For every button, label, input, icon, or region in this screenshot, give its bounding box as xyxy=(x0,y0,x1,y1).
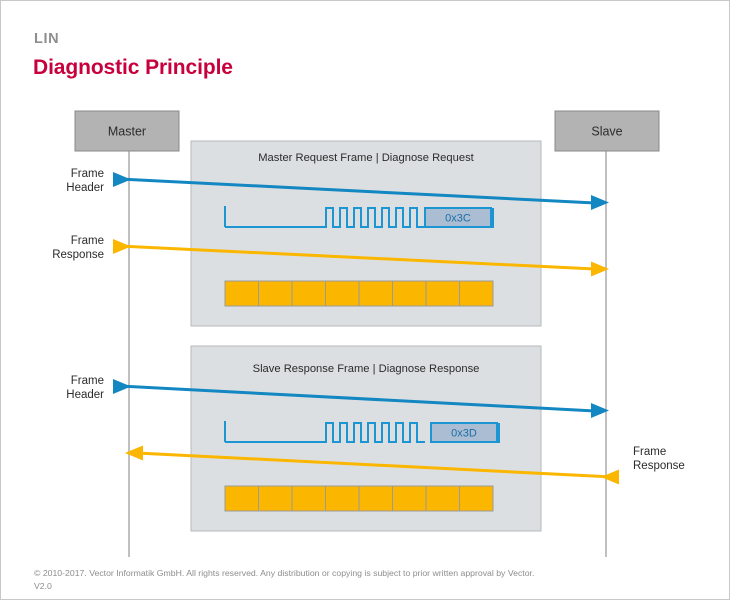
frame-response-arrow-2 xyxy=(125,445,619,485)
footer-copyright: © 2010-2017. Vector Informatik GmbH. All… xyxy=(34,568,535,578)
data-byte-cell xyxy=(425,280,460,307)
data-byte-cell xyxy=(325,280,360,307)
master-node-label: Master xyxy=(108,124,146,138)
data-byte-cell xyxy=(358,485,393,512)
slave-node: Slave xyxy=(554,110,660,152)
frame-header-label-2-line1: Frame xyxy=(71,375,104,387)
frame-header-label-2-line2: Header xyxy=(66,389,104,401)
data-byte-cell xyxy=(258,485,293,512)
data-byte-cell xyxy=(224,485,259,512)
slave-response-waveform-tail xyxy=(497,423,500,443)
frame-header-label-1-line2: Header xyxy=(66,182,104,194)
slave-response-waveform xyxy=(224,421,425,443)
slave-response-title: Slave Response Frame | Diagnose Response xyxy=(253,363,480,375)
master-node: Master xyxy=(74,110,180,152)
frame-panel-master-request: Master Request Frame | Diagnose Request … xyxy=(190,140,542,327)
data-byte-cell xyxy=(291,280,326,307)
footer: © 2010-2017. Vector Informatik GmbH. All… xyxy=(34,567,714,592)
data-byte-cell xyxy=(358,280,393,307)
slide-eyebrow: LIN xyxy=(34,31,60,47)
frame-header-label-1-line1: Frame xyxy=(71,168,104,180)
frame-panel-slave-response: Slave Response Frame | Diagnose Response… xyxy=(190,345,542,532)
footer-version: V2.0 xyxy=(34,580,52,591)
data-byte-cell xyxy=(325,485,360,512)
data-byte-cell xyxy=(459,485,494,512)
slave-node-label: Slave xyxy=(591,124,622,138)
slave-response-pid-label: 0x3D xyxy=(451,427,477,439)
data-byte-cell xyxy=(258,280,293,307)
frame-response-label-1-line1: Frame xyxy=(71,235,104,247)
page-title: Diagnostic Principle xyxy=(33,56,233,79)
master-request-data-bytes xyxy=(224,280,494,307)
slave-node-box xyxy=(554,110,660,152)
master-request-waveform-tail xyxy=(491,208,494,228)
data-byte-cell xyxy=(392,280,427,307)
data-byte-cell xyxy=(425,485,460,512)
frame-response-arrow-1 xyxy=(113,239,609,277)
master-node-box xyxy=(74,110,180,152)
master-request-title: Master Request Frame | Diagnose Request xyxy=(258,152,474,164)
master-request-pid-label: 0x3C xyxy=(445,212,471,224)
master-request-pid-box xyxy=(424,207,492,228)
slave-response-data-bytes xyxy=(224,485,494,512)
data-byte-cell xyxy=(224,280,259,307)
frame-response-label-1-line2: Response xyxy=(52,249,104,261)
slave-response-pid-box xyxy=(430,422,498,443)
master-request-waveform xyxy=(224,206,425,228)
data-byte-cell xyxy=(459,280,494,307)
frame-header-arrow-2 xyxy=(113,379,609,418)
frame-header-arrow-1 xyxy=(113,172,609,210)
frame-response-label-2-line2: Response xyxy=(633,460,685,472)
data-byte-cell xyxy=(291,485,326,512)
frame-response-label-2-line1: Frame xyxy=(633,446,666,458)
data-byte-cell xyxy=(392,485,427,512)
